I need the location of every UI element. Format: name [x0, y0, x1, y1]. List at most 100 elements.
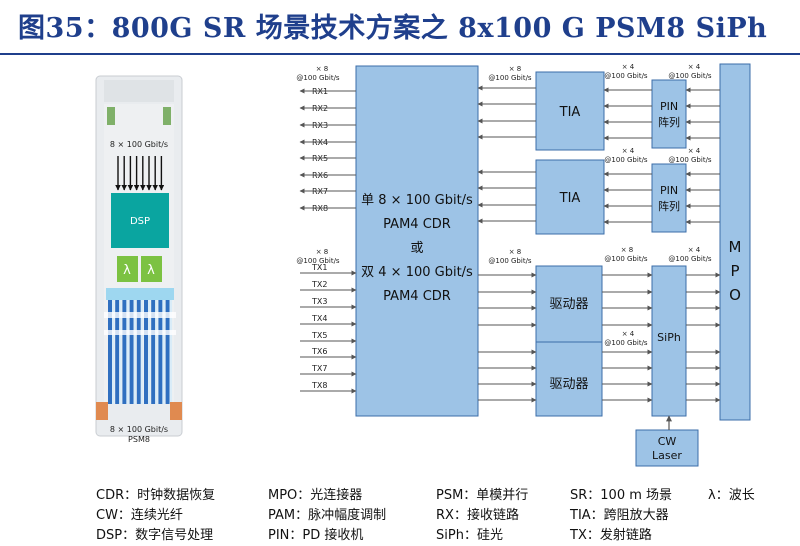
- driver-label-2: 驱动器: [549, 377, 588, 392]
- tia-block-2: [535, 159, 605, 235]
- port-labels: RX1RX2RX3RX4RX5RX6RX7RX8TX1TX2TX3TX4TX5T…: [311, 87, 328, 390]
- cdr-line-2: PAM4 CDR: [383, 217, 451, 232]
- cdr-line-3: 或: [410, 241, 423, 256]
- cw-laser-block: [635, 429, 699, 467]
- cw-laser-line-2: Laser: [652, 449, 682, 462]
- pin-array-2: [651, 163, 687, 233]
- cdr-line-4: 双 4 × 100 Gbit/s: [361, 265, 473, 280]
- lambda-label-2: λ: [147, 263, 155, 278]
- pin1-mpo-rate: @100 Gbit/s: [668, 72, 712, 80]
- abbreviation-legend: CDR：时钟数据恢复 MPO：光连接器 PSM：单模并行 SR：100 m 场景…: [96, 482, 796, 543]
- siph-mpo-rate-2: @100 Gbit/s: [604, 339, 648, 347]
- module-tab-left: [107, 107, 115, 125]
- legend-rx: RX：接收链路: [436, 508, 519, 523]
- legend-dsp: DSP：数字信号处理: [96, 528, 214, 543]
- lambda-block-1: [117, 256, 138, 282]
- legend-siph: SiPh：硅光: [436, 528, 503, 543]
- legend-cw: CW：连续光纤: [96, 508, 183, 523]
- module-top-cap: [104, 80, 174, 102]
- fiber-gap: [112, 300, 115, 404]
- fiber-band: [104, 330, 176, 335]
- tx-port-label: TX1: [311, 263, 327, 272]
- mpo-letter-o: O: [729, 286, 741, 304]
- fiber-strand: [165, 300, 170, 404]
- pin-array-2-line-1: PIN: [660, 184, 678, 197]
- mpo-block: [719, 63, 751, 421]
- fiber-strand: [108, 300, 112, 404]
- module-bottom-name: PSM8: [128, 435, 150, 444]
- module-bottom-rate: 8 × 100 Gbit/s: [110, 425, 168, 434]
- pin2-mpo-x4: × 4: [688, 147, 701, 155]
- pin-array-1-line-2: 阵列: [658, 115, 680, 129]
- fiber-bundle-bar: [106, 288, 174, 300]
- fiber-strand: [129, 300, 134, 404]
- module-input-arrows: [115, 156, 165, 191]
- signal-links: [299, 85, 721, 403]
- rx-group-rate: @100 Gbit/s: [296, 74, 340, 82]
- tia-label-2: TIA: [559, 191, 581, 206]
- cdr-driver-x8: × 8: [509, 248, 522, 256]
- siph-mpo-x4-2: × 4: [622, 330, 635, 338]
- rx-group-x8: × 8: [316, 65, 329, 73]
- legend-pin: PIN：PD 接收机: [268, 528, 364, 543]
- fiber-gap: [119, 300, 122, 404]
- fiber-strand: [158, 300, 163, 404]
- driver-block-2: [535, 341, 603, 417]
- cdr-tia-x8: × 8: [509, 65, 522, 73]
- cw-laser-line-1: CW: [658, 435, 677, 448]
- fiber-strand: [144, 300, 148, 404]
- legend-tx: TX：发射链路: [570, 528, 652, 543]
- pin-array-2-line-2: 阵列: [658, 199, 680, 213]
- connector-left: [96, 402, 108, 420]
- module-top-rate: 8 × 100 Gbit/s: [110, 140, 168, 149]
- tia1-pin-rate: @100 Gbit/s: [604, 72, 648, 80]
- tx-port-label: TX8: [311, 381, 327, 390]
- legend-mpo: MPO：光连接器: [268, 488, 363, 503]
- module-tab-right: [163, 107, 171, 125]
- cdr-driver-rate: @100 Gbit/s: [488, 257, 532, 265]
- fiber-gap: [155, 300, 158, 404]
- mpo-letter-m: M: [729, 238, 742, 256]
- driver-siph-rate: @100 Gbit/s: [604, 255, 648, 263]
- fiber-gap: [133, 300, 137, 404]
- page-title: 图35：800G SR 场景技术方案之 8x100 G PSM8 SiPh: [18, 13, 768, 44]
- tx-port-label: TX3: [311, 297, 327, 306]
- title-rule: [0, 53, 800, 55]
- fiber-band: [104, 312, 176, 318]
- fiber-array: [104, 300, 176, 404]
- siph-label: SiPh: [657, 331, 681, 344]
- siph-mpo-x4-1: × 4: [688, 246, 701, 254]
- tx-group-rate: @100 Gbit/s: [296, 257, 340, 265]
- tx-port-label: TX7: [311, 364, 327, 373]
- fiber-gap: [162, 300, 165, 404]
- pin-array-1: [651, 79, 687, 149]
- fiber-gap: [169, 300, 173, 404]
- tx-port-label: TX5: [311, 331, 327, 340]
- tx-port-label: TX2: [311, 280, 327, 289]
- driver-block-1: [535, 265, 603, 343]
- tia1-pin-x4: × 4: [622, 63, 635, 71]
- fiber-strand: [115, 300, 120, 404]
- fiber-strand: [136, 300, 141, 404]
- tia2-pin-rate: @100 Gbit/s: [604, 156, 648, 164]
- mpo-letter-p: P: [730, 262, 739, 280]
- fiber-gap: [140, 300, 144, 404]
- legend-tia: TIA：跨阻放大器: [570, 508, 669, 523]
- driver-label-1: 驱动器: [549, 297, 588, 312]
- cdr-block: [355, 65, 479, 417]
- tia2-pin-x4: × 4: [622, 147, 635, 155]
- legend-psm: PSM：单模并行: [436, 488, 529, 503]
- fiber-gap: [126, 300, 129, 404]
- siph-mpo-rate-1: @100 Gbit/s: [668, 255, 712, 263]
- pin2-mpo-rate: @100 Gbit/s: [668, 156, 712, 164]
- tx-group-x8: × 8: [316, 248, 329, 256]
- cdr-tia-rate: @100 Gbit/s: [488, 74, 532, 82]
- legend-sr: SR：100 m 场景: [570, 488, 673, 503]
- fiber-gap: [148, 300, 151, 404]
- legend-cdr: CDR：时钟数据恢复: [96, 488, 216, 503]
- cdr-line-5: PAM4 CDR: [383, 289, 451, 304]
- pin-array-1-line-1: PIN: [660, 100, 678, 113]
- tia-label-1: TIA: [559, 105, 581, 120]
- pin1-mpo-x4: × 4: [688, 63, 701, 71]
- tx-port-label: TX4: [311, 314, 327, 323]
